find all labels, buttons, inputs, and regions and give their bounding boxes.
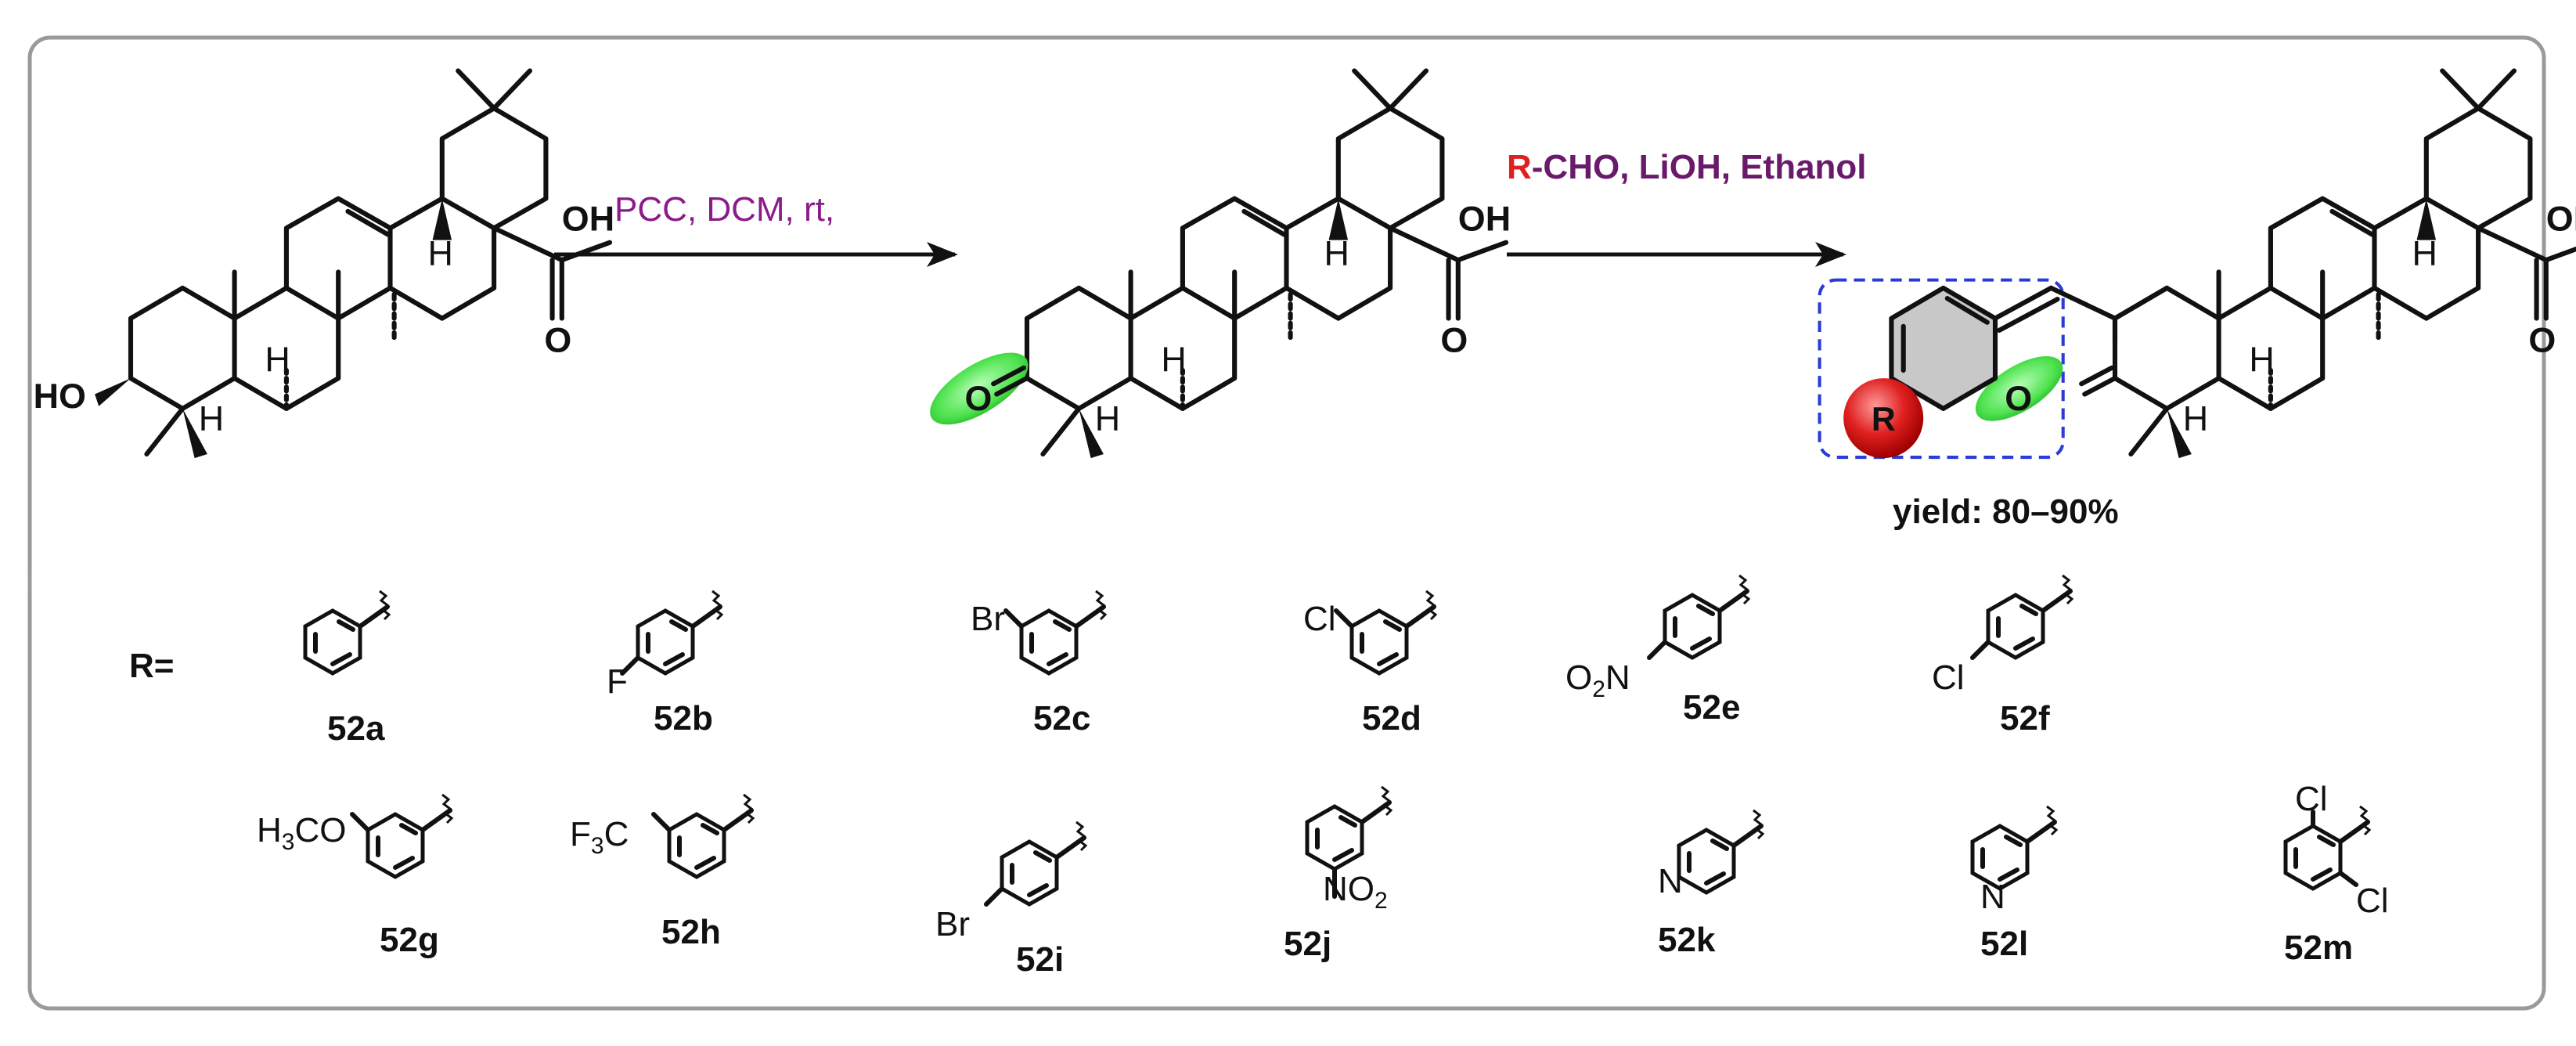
compound-label-52b: 52b (654, 699, 713, 738)
substituent-52l (1970, 805, 2059, 891)
compound-label-52k: 52k (1658, 921, 1716, 959)
benzylidene-product-structure: OH O H H H O R (1818, 70, 2576, 459)
substituent-52f (1970, 574, 2074, 660)
carboxyl-oh-label: OH (1458, 198, 1511, 238)
compound-label-52h: 52h (661, 913, 721, 951)
carbonyl-highlight-oval (930, 352, 1029, 425)
compound-label-52a: 52a (327, 709, 385, 748)
bromo-label: Br (971, 600, 1005, 638)
compound-label-52j: 52j (1284, 925, 1331, 963)
methoxy-label: H3CO (257, 811, 346, 855)
carbonyl-o-label: O (2528, 319, 2556, 359)
ketone-o-label: O (964, 378, 992, 418)
h-label: H (2412, 233, 2437, 272)
h-label: H (1161, 339, 1186, 379)
substituent-52m (2283, 805, 2372, 891)
chloro-label: Cl (1303, 600, 1336, 638)
substituent-52c (1003, 590, 1108, 676)
compound-label-52i: 52i (1016, 940, 1064, 979)
carbonyl-o-label: O (1440, 319, 1468, 359)
carboxyl-oh-label: OH (562, 198, 614, 238)
chloro-label: Cl (2295, 780, 2328, 818)
aryl-ring (1889, 285, 1998, 411)
compound-label-52c: 52c (1033, 699, 1090, 738)
compound-label-52m: 52m (2284, 929, 2353, 967)
substituent-52h (651, 793, 755, 879)
compound-label-52l: 52l (1980, 925, 2028, 963)
substituent-52e (1647, 574, 1751, 660)
trifluoromethyl-label: F3C (570, 815, 629, 859)
yield-text: yield: 80–90% (1893, 492, 2119, 531)
ketone-o-label: O (2005, 378, 2032, 418)
compound-label-52d: 52d (1362, 699, 1421, 738)
bromo-label: Br (935, 905, 970, 943)
r-ball-label: R (1872, 400, 1896, 438)
carbonyl-highlight-oval (1975, 356, 2063, 421)
substituent-52b (620, 590, 724, 676)
h-label: H (2249, 339, 2274, 379)
substituent-52d (1334, 590, 1438, 676)
substituent-52j (1305, 785, 1393, 899)
nitro-o2n-label: O2N (1565, 658, 1630, 702)
chloro-label: Cl (2356, 882, 2389, 920)
h-label: H (1095, 398, 1120, 438)
substituent-52k (1677, 809, 1765, 895)
pyridine-n-label: N (1980, 878, 2005, 916)
oleanolic-acid-structure: OH O H H H HO (34, 70, 614, 458)
nitro-no2-label: NO2 (1323, 870, 1388, 914)
keto-intermediate-structure: OH O H H H O (930, 70, 1511, 458)
h-label: H (2183, 398, 2208, 438)
hydroxyl-ho-label: HO (34, 376, 86, 416)
substituent-52g (350, 793, 454, 879)
step1-reagents: PCC, DCM, rt, (614, 190, 834, 229)
h-label: H (427, 233, 452, 272)
r-group-ball (1843, 378, 1924, 459)
r-equals-label: R= (129, 647, 174, 685)
carbonyl-o-label: O (544, 319, 571, 359)
h-label: H (265, 339, 290, 379)
compound-label-52f: 52f (2000, 699, 2050, 738)
compound-label-52e: 52e (1683, 688, 1740, 727)
pyridine-n-label: N (1658, 862, 1683, 900)
compound-label-52g: 52g (380, 921, 439, 959)
fluoro-label: F (607, 662, 628, 701)
substituent-52i (984, 821, 1088, 907)
step2-reagents: R-CHO, LiOH, Ethanol (1507, 148, 1867, 186)
h-label: H (199, 398, 224, 438)
carboxyl-oh-label: OH (2546, 198, 2576, 238)
h-label: H (1324, 233, 1349, 272)
chloro-label: Cl (1932, 658, 1965, 697)
substituent-52a (303, 590, 391, 676)
